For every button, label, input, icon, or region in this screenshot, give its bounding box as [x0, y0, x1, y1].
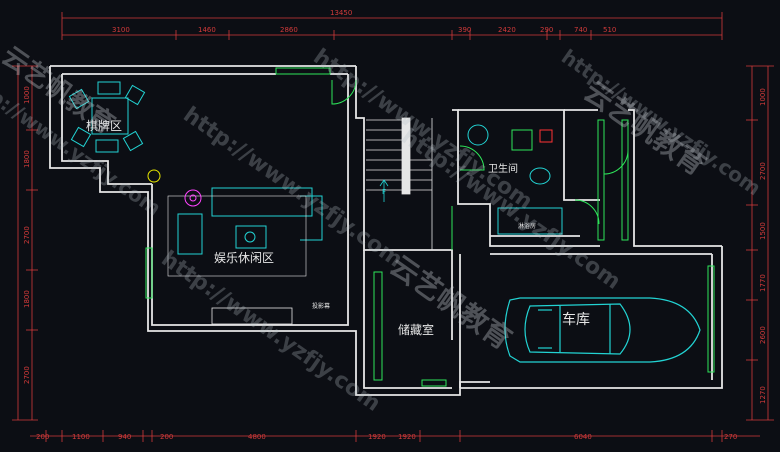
dim-right-1: 1000 [759, 88, 767, 106]
room-label-chess: 棋牌区 [86, 119, 122, 133]
storage-shelves [373, 271, 447, 387]
dim-right-5: 2600 [759, 326, 767, 344]
stair-arrow-label: F [382, 188, 386, 196]
dim-bottom-5: 4800 [248, 433, 266, 441]
bathroom-fixtures [467, 124, 563, 235]
dim-top-5: 2420 [498, 26, 516, 34]
watermark-cn-2: 云艺帆教育 [384, 249, 518, 356]
dim-left-4: 1800 [23, 290, 31, 308]
dim-top-7: 740 [574, 26, 587, 34]
room-label-leisure: 娱乐休闲区 [214, 251, 274, 265]
sofa-set [167, 187, 323, 277]
dim-top-4: 390 [458, 26, 471, 34]
dim-bottom-9: 270 [724, 433, 737, 441]
dim-left-5: 2700 [23, 366, 31, 384]
room-label-bathroom: 卫生间 [488, 162, 518, 175]
room-label-storage: 储藏室 [398, 322, 434, 337]
walls [49, 65, 723, 396]
tv-stand [211, 307, 293, 325]
dim-left-1: 1000 [23, 86, 31, 104]
watermark: http://www.yzfjy.com http://www.yzfjy.co… [0, 40, 765, 416]
windows [145, 67, 715, 373]
label-projector: 投影幕 [312, 302, 330, 310]
dimension-bottom: 200 1100 940 200 4800 1920 1920 6040 270 [30, 430, 760, 442]
room-label-garage: 车库 [562, 311, 590, 328]
dim-left-2: 1800 [23, 150, 31, 168]
dim-top-8: 510 [603, 26, 616, 34]
dimension-top: 13450 3100 1460 2860 390 2420 290 740 51… [61, 9, 723, 40]
dim-bottom-4: 200 [160, 433, 173, 441]
car [504, 297, 701, 363]
plant-circle [147, 169, 161, 183]
dim-top-2: 1460 [198, 26, 216, 34]
dim-right-6: 1270 [759, 386, 767, 404]
dim-right-2: 2700 [759, 162, 767, 180]
dimension-left: 1000 1800 2700 1800 2700 [12, 65, 38, 421]
dim-top-6: 290 [540, 26, 553, 34]
chess-table [68, 81, 146, 153]
dim-bottom-6: 1920 [368, 433, 386, 441]
dim-right-3: 1500 [759, 222, 767, 240]
dim-top-3: 2860 [280, 26, 298, 34]
staircase [366, 117, 433, 250]
dim-bottom-1: 200 [36, 433, 49, 441]
label-wash: 淋浴房 [518, 222, 536, 230]
dim-top-1: 3100 [112, 26, 130, 34]
dim-bottom-2: 1100 [72, 433, 90, 441]
dim-bottom-7: 1920 [398, 433, 416, 441]
dim-top-total: 13450 [330, 9, 352, 17]
doors [331, 79, 629, 250]
dim-bottom-3: 940 [118, 433, 131, 441]
dim-left-3: 2700 [23, 226, 31, 244]
dim-bottom-8: 6040 [574, 433, 592, 441]
dimension-right: 1000 2700 1500 1770 2600 1270 [746, 65, 774, 421]
dim-right-4: 1770 [759, 274, 767, 292]
